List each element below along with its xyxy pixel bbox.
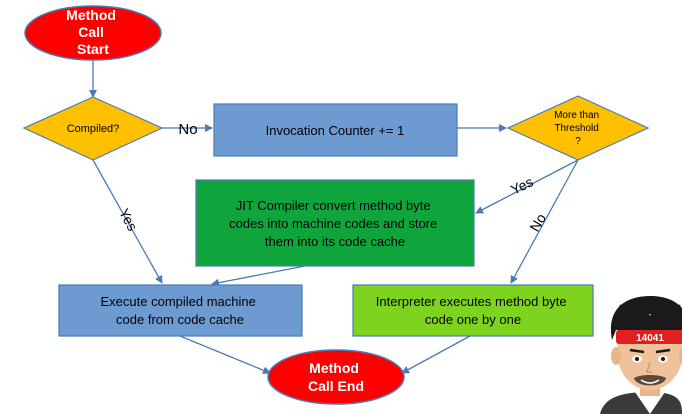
compiled-decision: Compiled? (22, 96, 164, 161)
svg-text:Method Call Start: Method Call Start (66, 7, 120, 57)
threshold-label-line: Threshold (554, 123, 598, 134)
jit-label-line: them into its code cache (265, 234, 405, 249)
threshold-decision: More than Threshold ? (506, 95, 650, 161)
end-label-line: Method (309, 360, 359, 376)
arrow-jit-to-execute (211, 265, 306, 287)
start-label-line: Call (78, 24, 104, 40)
interpreter-box: Interpreter executes method byte code on… (352, 284, 594, 337)
start-node: Method Call Start (24, 5, 162, 61)
headband-text: 14041 (636, 333, 664, 344)
compiled-label: Compiled? (67, 123, 120, 135)
edge-label-no-threshold: No (526, 211, 549, 235)
arrow-compiled-to-execute (92, 159, 163, 284)
arrow-threshold-to-interpreter (510, 159, 579, 284)
invocation-counter-label: Invocation Counter += 1 (266, 123, 405, 138)
start-label-line: Start (77, 41, 109, 57)
jit-label-line: JIT Compiler convert method byte (236, 198, 431, 213)
svg-text:Execute compiled machine: Execute compiled machine code from code … (101, 294, 260, 327)
execute-label-line: Execute compiled machine (101, 294, 256, 309)
interpreter-label-line: Interpreter executes method byte (376, 294, 567, 309)
jit-label-line: codes into machine codes and store (229, 216, 437, 231)
end-label-line: Call End (308, 378, 364, 394)
edge-label-no-compiled: No (178, 121, 197, 138)
threshold-label-line: More than (554, 110, 599, 121)
edge-label-yes-compiled: Yes (116, 206, 141, 234)
svg-text:Interpreter executes method by: Interpreter executes method byte code on… (376, 294, 570, 327)
execute-compiled-box: Execute compiled machine code from code … (58, 284, 303, 337)
avatar: 14041 (600, 296, 682, 414)
svg-text:JIT Compiler convert method by: JIT Compiler convert method byte codes i… (229, 198, 441, 249)
svg-text:More than Threshold: More than Threshold ? (554, 110, 602, 147)
interpreter-label-line: code one by one (425, 312, 521, 327)
connectors (89, 60, 579, 375)
start-label-line: Method (66, 7, 116, 23)
svg-text:Method Call End: Method Call End (308, 360, 364, 394)
arrow-execute-to-end (179, 335, 271, 375)
arrow-threshold-to-jit (475, 159, 579, 214)
threshold-label-line: ? (575, 136, 581, 147)
execute-label-line: code from code cache (116, 312, 244, 327)
arrow-interpreter-to-end (401, 335, 471, 374)
jit-compiler-box: JIT Compiler convert method byte codes i… (195, 179, 475, 267)
invocation-counter-box: Invocation Counter += 1 (213, 103, 458, 157)
end-node: Method Call End (267, 349, 405, 405)
